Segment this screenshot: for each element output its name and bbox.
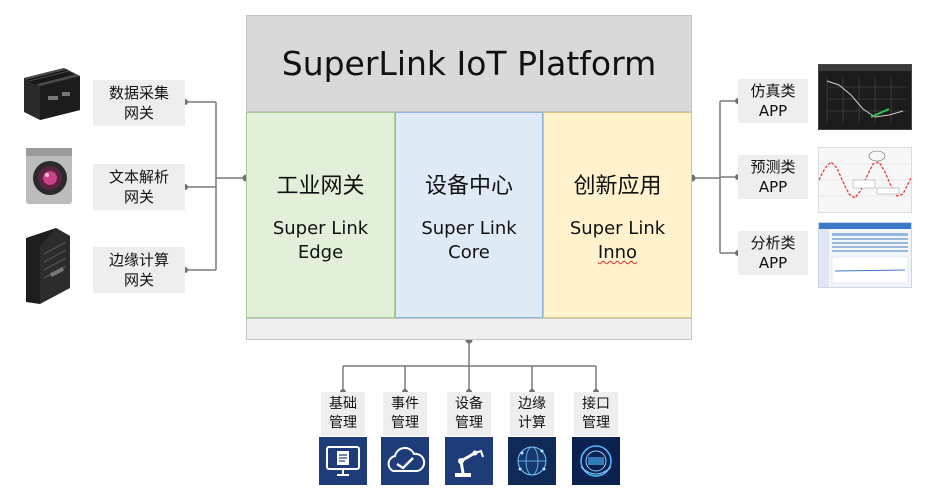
module-inno-en-line1: Super Link xyxy=(569,218,666,239)
analysis-table-screenshot xyxy=(818,222,912,288)
app-label-prediction-line2: APP xyxy=(758,178,788,196)
mgmt-label-basic-line1: 基础 xyxy=(329,396,357,412)
app-label-simulation: 仿真类 APP xyxy=(738,79,808,123)
document-monitor-icon xyxy=(319,437,367,485)
app-label-analysis: 分析类 APP xyxy=(738,231,808,275)
mgmt-label-edge: 边缘计算 xyxy=(510,392,554,436)
module-edge-cn: 工业网关 xyxy=(276,174,365,199)
module-core-en-line2: Core xyxy=(448,242,490,263)
mgmt-label-edge-line2: 计算 xyxy=(518,415,546,431)
robot-arm-icon xyxy=(445,437,493,485)
gateway-label-edge-computing: 边缘计算网关 xyxy=(93,247,185,293)
mgmt-label-event: 事件管理 xyxy=(383,392,427,436)
app-label-simulation-line2: APP xyxy=(758,102,788,120)
app-label-prediction: 预测类 APP xyxy=(738,155,808,199)
module-core: 设备中心 Super Link Core xyxy=(395,112,543,318)
mgmt-label-event-line2: 管理 xyxy=(391,415,419,431)
module-edge-en-line1: Super Link xyxy=(272,218,369,239)
module-inno: 创新应用 Super Link Inno xyxy=(543,112,692,318)
gpu-compute-card-image xyxy=(20,226,74,306)
mgmt-label-event-line1: 事件 xyxy=(391,396,419,412)
module-inno-cn: 创新应用 xyxy=(573,174,662,199)
module-core-cn: 设备中心 xyxy=(424,174,513,199)
network-globe-icon xyxy=(508,437,556,485)
app-label-analysis-line1: 分析类 xyxy=(750,234,796,252)
prediction-waveform-screenshot xyxy=(818,147,912,213)
app-label-prediction-line1: 预测类 xyxy=(750,158,796,176)
mgmt-label-device-line2: 管理 xyxy=(455,415,483,431)
simulation-chart-screenshot xyxy=(818,64,912,130)
gateway-label-data-collection: 数据采集网关 xyxy=(93,80,185,126)
mgmt-label-interface: 接口管理 xyxy=(574,392,618,436)
industrial-gateway-box-image xyxy=(20,62,82,124)
gateway-label-data-collection-line1: 数据采集 xyxy=(108,84,169,102)
api-ring-icon xyxy=(572,437,620,485)
gateway-label-text-parsing: 文本解析网关 xyxy=(93,164,185,210)
gateway-label-edge-computing-line2: 网关 xyxy=(123,271,154,289)
mgmt-label-interface-line2: 管理 xyxy=(582,415,610,431)
app-label-analysis-line2: APP xyxy=(758,254,788,272)
mgmt-label-interface-line1: 接口 xyxy=(582,396,610,412)
module-core-en-line1: Super Link xyxy=(421,218,517,239)
gateway-label-text-parsing-line1: 文本解析 xyxy=(108,168,169,186)
mgmt-label-basic-line2: 管理 xyxy=(329,415,357,431)
mgmt-label-device: 设备管理 xyxy=(447,392,491,436)
module-inno-en: Super Link Inno xyxy=(544,217,691,265)
module-edge-en-line2: Edge xyxy=(297,242,344,263)
gateway-label-edge-computing-line1: 边缘计算 xyxy=(108,251,169,269)
gateway-label-text-parsing-line2: 网关 xyxy=(123,188,154,206)
app-label-simulation-line1: 仿真类 xyxy=(750,82,796,100)
module-core-en: Super Link Core xyxy=(396,217,542,265)
platform-title: SuperLink IoT Platform xyxy=(246,15,692,112)
platform-footer-bar xyxy=(246,318,692,340)
mgmt-label-basic: 基础管理 xyxy=(321,392,365,436)
module-inno-en-line2: Inno xyxy=(597,242,638,263)
industrial-camera-image xyxy=(24,142,76,208)
module-edge: 工业网关 Super Link Edge xyxy=(246,112,395,318)
mgmt-label-edge-line1: 边缘 xyxy=(518,396,546,412)
module-edge-en: Super Link Edge xyxy=(247,217,394,265)
cloud-check-icon xyxy=(381,437,429,485)
mgmt-label-device-line1: 设备 xyxy=(455,396,483,412)
gateway-label-data-collection-line2: 网关 xyxy=(123,104,154,122)
